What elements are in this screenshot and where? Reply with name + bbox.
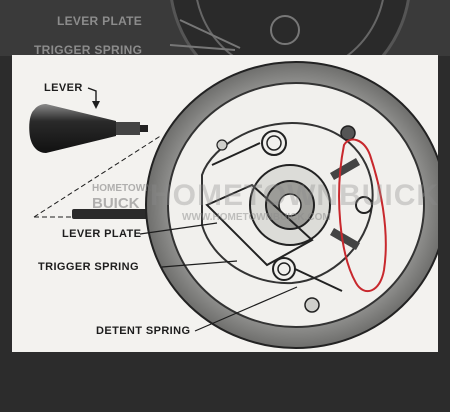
background-lever-plate-label: LEVER PLATE (57, 14, 143, 28)
watermark-buick: BUICK (92, 195, 140, 212)
lever-shaft (72, 209, 152, 219)
lever-plate-leader (139, 222, 218, 235)
trigger-spring-callout: TRIGGER SPRING (38, 261, 139, 273)
trigger-spring-leader (161, 260, 238, 268)
background-housing-graphic (169, 0, 410, 56)
turn-signal-mechanism-diagram (29, 61, 438, 349)
lever-leader-line (87, 87, 97, 105)
detent-spring-leader (194, 286, 298, 332)
lever-arrowhead (92, 101, 100, 109)
watermark-hometown: HOMETOWN (92, 183, 153, 194)
lever-knob-graphic (29, 104, 148, 153)
diagram-frame: HOMETOWN BUICK HOMETOWNBUICK WWW.HOMETOW… (12, 55, 438, 352)
detent-spring-callout: DETENT SPRING (96, 325, 191, 337)
watermark-url: WWW.HOMETOWNBUICK.COM (182, 212, 331, 223)
background-trigger-spring-label: TRIGGER SPRING (34, 43, 143, 56)
lever-plate-callout: LEVER PLATE (62, 228, 142, 240)
background-diagram-strip: LEVER PLATE TRIGGER SPRING (0, 0, 450, 56)
lever-callout: LEVER (44, 82, 83, 94)
projection-line-upper (33, 134, 163, 218)
highlight-oval (338, 138, 387, 293)
bottom-dark-area (0, 352, 450, 412)
switch-housing (145, 61, 438, 349)
watermark-large: HOMETOWNBUICK (150, 179, 438, 212)
